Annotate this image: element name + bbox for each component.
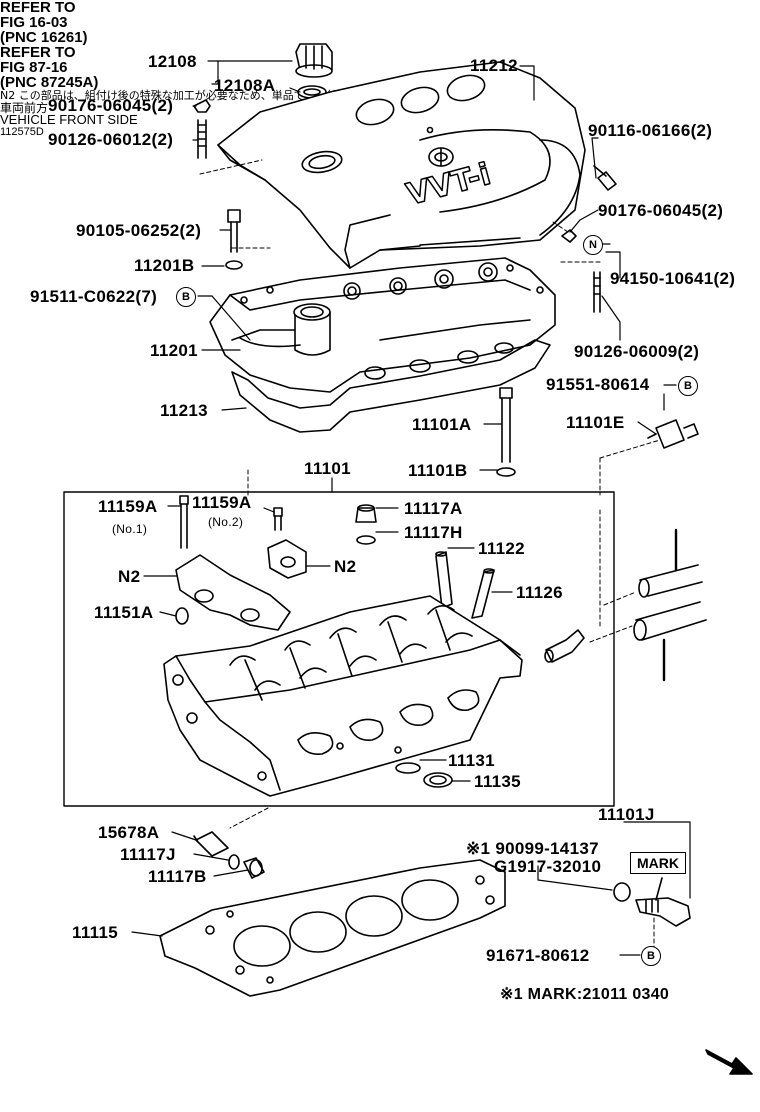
label-90126-a: 90126-06012(2)	[48, 130, 174, 149]
label-11159a-no1: 11159A	[98, 497, 158, 516]
label-11117a: 11117A	[404, 499, 463, 518]
label-11117h: 11117H	[404, 523, 463, 542]
mark-note: ※1 MARK:21011 0340	[500, 986, 670, 1003]
plug-11117a	[355, 504, 377, 523]
label-12108a: 12108A	[214, 76, 276, 95]
label-11159a-no2: 11159A	[192, 493, 252, 512]
label-11101j: 11101J	[598, 805, 655, 824]
bush-11122	[435, 551, 453, 609]
label-no1: (No.1)	[112, 522, 148, 536]
nut-90176-b	[561, 229, 577, 243]
refer-fig-87-16-line3: (PNC 87245A)	[0, 74, 99, 91]
bolt-11159a-no1	[179, 495, 189, 549]
plug-11131	[395, 762, 421, 774]
head-gasket	[159, 859, 506, 997]
label-11101e: 11101E	[566, 413, 625, 432]
label-11126: 11126	[516, 583, 563, 602]
seal-11135	[423, 772, 453, 788]
stud-90126-a	[197, 119, 207, 159]
label-no2: (No.2)	[208, 515, 244, 529]
refer-fig-16-03-line1: REFER TO	[0, 0, 76, 16]
cylinder-head	[163, 595, 523, 797]
marker-b-1: B	[176, 287, 196, 307]
refer-fig-87-16-line1: REFER TO	[0, 44, 76, 61]
label-11201: 11201	[150, 341, 198, 360]
bolt-11159a-no2	[273, 507, 283, 531]
label-11131: 11131	[448, 751, 495, 770]
figure-number: 112575D	[0, 126, 44, 138]
label-11201b: 11201B	[134, 256, 195, 275]
label-12108: 12108	[148, 52, 197, 71]
front-label-jp: 車両前方	[0, 101, 49, 115]
label-g1917: G1917-32010	[494, 857, 602, 876]
label-91551: 91551-80614	[546, 375, 650, 394]
hose-upper	[638, 528, 703, 598]
o-ring-90099	[613, 882, 631, 902]
bolt-90105	[227, 209, 241, 253]
label-90176-a: 90176-06045(2)	[48, 96, 174, 115]
label-11151a: 11151A	[94, 603, 154, 622]
cam-cap-left	[175, 554, 291, 631]
cover-gasket	[231, 339, 551, 433]
plug-11117b	[243, 857, 265, 879]
label-91671: 91671-80612	[486, 946, 590, 965]
gasket-11117h	[356, 535, 376, 545]
oil-filler-cap	[295, 43, 333, 99]
label-11212: 11212	[470, 56, 518, 75]
label-11101: 11101	[304, 459, 351, 478]
cylinder-head-cover	[209, 257, 556, 393]
sensor-11101j	[635, 897, 691, 927]
refer-fig-16-03-line2: FIG 16-03	[0, 14, 68, 31]
front-arrow	[705, 1049, 753, 1075]
hose-lower	[633, 601, 707, 682]
bush-11126	[471, 568, 495, 619]
marker-n: N	[583, 235, 603, 255]
cam-cap-right	[267, 539, 307, 579]
label-90176-b: 90176-06045(2)	[598, 201, 724, 220]
label-15678a: 15678A	[98, 823, 160, 842]
label-n2-right: N2	[334, 557, 357, 576]
label-11101b: 11101B	[408, 461, 468, 480]
label-90105: 90105-06252(2)	[76, 221, 202, 240]
head-assembly-box	[63, 491, 615, 807]
water-outlet	[544, 629, 585, 663]
label-90126-b: 90126-06009(2)	[574, 342, 700, 361]
label-91511: 91511-C0622(7)	[30, 287, 158, 306]
washer-11201b	[225, 260, 243, 270]
label-11117j: 11117J	[120, 845, 176, 864]
label-11115: 11115	[72, 923, 118, 942]
gasket-11117j	[228, 854, 240, 870]
engine-cover	[217, 61, 586, 269]
o-ring-11151a	[175, 607, 189, 625]
label-11122: 11122	[478, 539, 525, 558]
label-11213: 11213	[160, 401, 208, 420]
bolt-90116	[593, 165, 617, 191]
stud-94150	[593, 271, 601, 313]
mark-box: MARK	[630, 852, 686, 874]
label-94150: 94150-10641(2)	[610, 269, 736, 288]
label-90116: 90116-06166(2)	[588, 121, 713, 140]
fitting-15678a	[193, 831, 229, 857]
marker-b-3: B	[641, 946, 661, 966]
label-11135: 11135	[474, 772, 521, 791]
label-11101a: 11101A	[412, 415, 472, 434]
washer-11101b	[496, 467, 516, 477]
front-label-en: VEHICLE FRONT SIDE	[0, 112, 138, 127]
head-bolt-11101a	[499, 387, 513, 463]
refer-fig-87-16-line2: FIG 87-16	[0, 59, 68, 76]
label-11117b: 11117B	[148, 867, 207, 886]
label-n2-left: N2	[118, 567, 141, 586]
refer-fig-16-03-line3: (PNC 16261)	[0, 29, 88, 46]
marker-b-2: B	[678, 376, 698, 396]
label-90099: ※1 90099-14137	[466, 839, 599, 858]
sensor-11101e	[647, 419, 699, 449]
